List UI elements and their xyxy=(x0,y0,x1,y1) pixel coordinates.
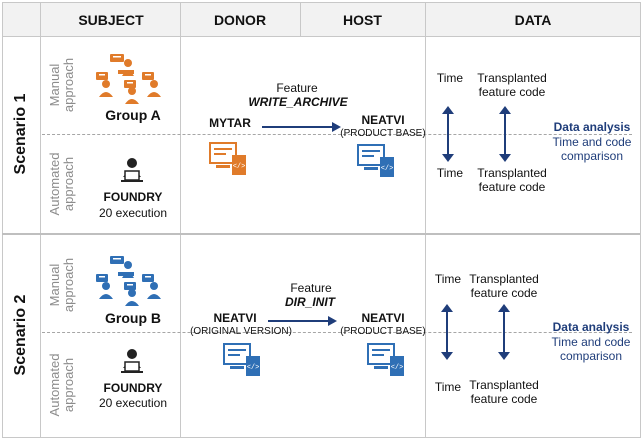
svg-text:</>: </> xyxy=(247,364,260,372)
scenario-2-divider xyxy=(42,332,632,333)
header-host: HOST xyxy=(343,12,382,28)
people-group-icon xyxy=(96,54,161,104)
grid-line xyxy=(425,2,426,438)
scenario-2-manual-approach: Manual approach xyxy=(47,257,76,313)
grid-line xyxy=(40,2,41,438)
scenario-1-divider xyxy=(42,134,632,135)
double-arrow-icon xyxy=(499,106,511,162)
time-top: Time xyxy=(434,272,462,286)
foundry-execution: 20 execution xyxy=(98,396,168,410)
code-monitor-icon: </> xyxy=(223,343,260,376)
feature-name: WRITE_ARCHIVE xyxy=(248,95,348,109)
data-analysis-subtitle: Time and code comparison xyxy=(551,335,631,363)
transplant-arrow xyxy=(268,316,337,326)
double-arrow-icon xyxy=(441,304,453,360)
double-arrow-icon xyxy=(442,106,454,162)
data-analysis-title: Data analysis xyxy=(553,120,631,134)
host-subtitle: (PRODUCT BASE) xyxy=(340,326,426,337)
grid-line xyxy=(2,2,3,438)
grid-line xyxy=(180,2,181,438)
code-top: Transplanted feature code xyxy=(469,272,539,300)
grid-line xyxy=(2,2,640,3)
data-analysis-subtitle: Time and code comparison xyxy=(552,135,632,163)
transplant-arrow xyxy=(262,122,341,132)
grid-line xyxy=(2,36,640,37)
svg-text:</>: </> xyxy=(391,364,404,372)
scenario-separator xyxy=(2,233,640,235)
header-band xyxy=(2,2,641,36)
laptop-user-icon xyxy=(121,349,143,373)
data-analysis-title: Data analysis xyxy=(552,320,630,334)
people-group-icon xyxy=(96,256,161,306)
feature-label: Feature xyxy=(290,281,332,295)
grid-line xyxy=(640,2,641,438)
scenario-1-automated-approach: Automated approach xyxy=(47,152,76,216)
svg-text:</>: </> xyxy=(381,165,394,173)
code-bottom: Transplanted feature code xyxy=(469,378,539,406)
group-a-label: Group A xyxy=(105,107,161,123)
host-label: NEATVI xyxy=(361,311,405,325)
host-subtitle: (PRODUCT BASE) xyxy=(340,128,426,139)
double-arrow-icon xyxy=(498,304,510,360)
time-top: Time xyxy=(436,71,464,85)
scenario-2-label: Scenario 2 xyxy=(12,294,29,376)
feature-label: Feature xyxy=(276,81,318,95)
time-bottom: Time xyxy=(434,380,462,394)
scenario-1-manual-approach: Manual approach xyxy=(47,57,76,113)
header-subject: SUBJECT xyxy=(78,12,144,28)
code-monitor-icon: </> xyxy=(357,144,394,177)
foundry-label: FOUNDRY xyxy=(103,190,163,204)
feature-name: DIR_INIT xyxy=(284,295,335,309)
code-top: Transplanted feature code xyxy=(477,71,547,99)
donor-subtitle: (ORIGINAL VERSION) xyxy=(190,326,292,337)
donor-label: MYTAR xyxy=(209,116,251,130)
grid-line xyxy=(300,2,301,36)
laptop-user-icon xyxy=(121,158,143,182)
host-label: NEATVI xyxy=(361,113,405,127)
foundry-label: FOUNDRY xyxy=(103,381,163,395)
code-monitor-icon: </> xyxy=(367,343,404,376)
header-data: DATA xyxy=(514,12,552,28)
grid-line xyxy=(2,437,640,438)
donor-label: NEATVI xyxy=(213,311,257,325)
group-b-label: Group B xyxy=(105,310,161,326)
code-monitor-icon: </> xyxy=(209,142,246,175)
foundry-execution: 20 execution xyxy=(98,206,168,220)
scenario-1-label: Scenario 1 xyxy=(12,93,29,175)
header-donor: DONOR xyxy=(213,12,267,28)
svg-text:</>: </> xyxy=(233,163,246,171)
code-bottom: Transplanted feature code xyxy=(477,166,547,194)
scenario-2-automated-approach: Automated approach xyxy=(47,353,76,417)
time-bottom: Time xyxy=(436,166,464,180)
